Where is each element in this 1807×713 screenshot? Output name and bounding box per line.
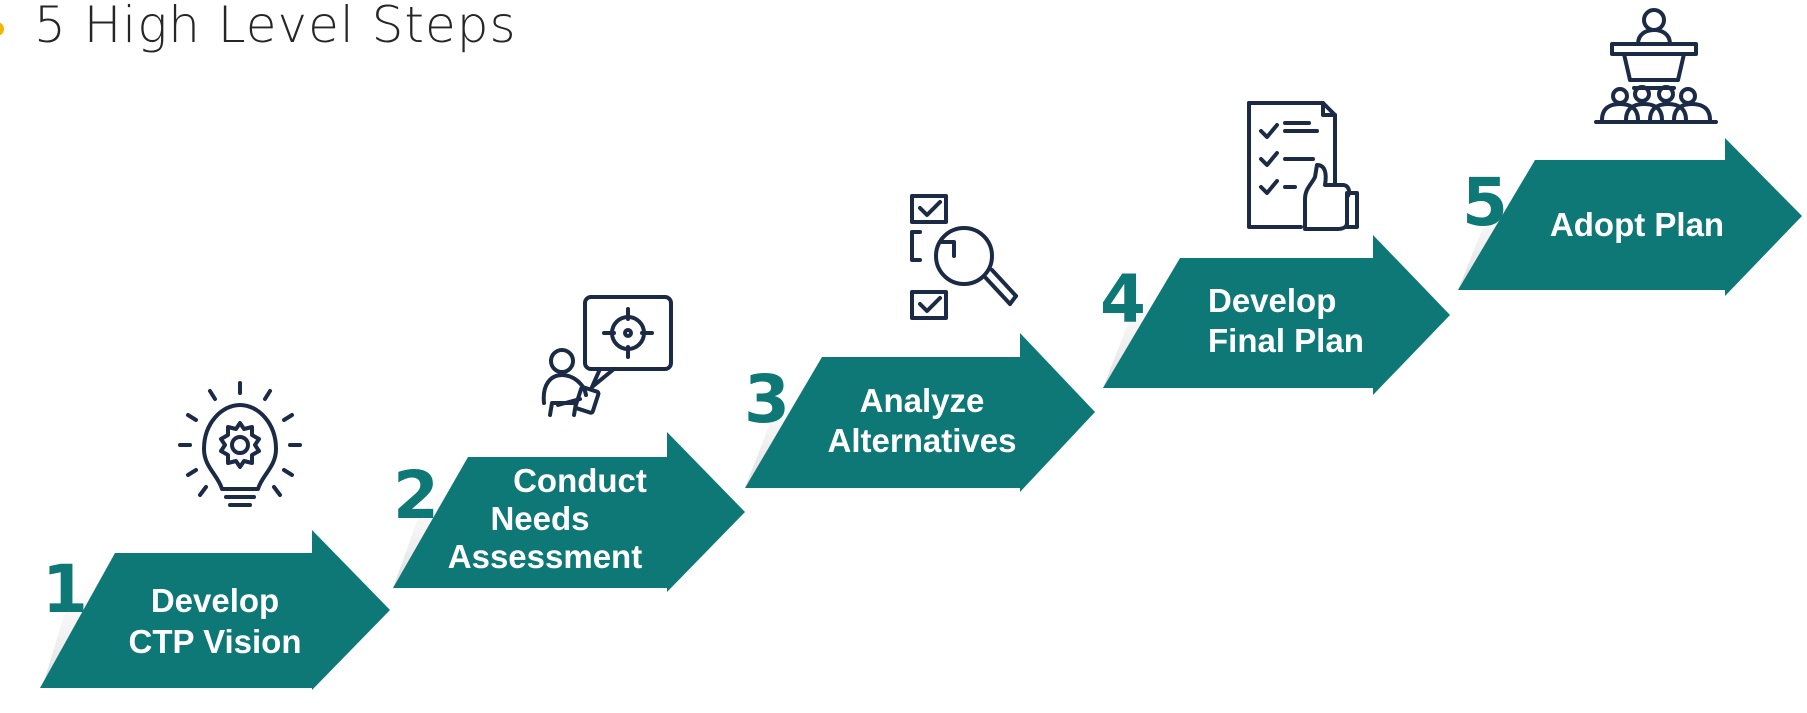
step-2-label-line-2: Needs	[490, 500, 589, 537]
step-3-number: 3	[744, 361, 790, 438]
step-4-label-line-2: Final Plan	[1208, 322, 1364, 359]
step-1-label-line-2: CTP Vision	[129, 623, 302, 660]
document-checklist-thumbsup-icon	[1247, 101, 1359, 231]
step-1: 1 Develop CTP Vision	[40, 381, 390, 690]
step-4: 4 Develop Final Plan	[1100, 101, 1450, 395]
title-bullet	[0, 22, 4, 36]
step-3-label-line-2: Alternatives	[828, 422, 1017, 459]
presenter-audience-icon	[1594, 8, 1718, 124]
step-5-label-line-1: Adopt Plan	[1550, 206, 1724, 243]
page-title: 5 High Level Steps	[34, 0, 517, 54]
step-2: 2 Conduct Needs Assessment	[393, 295, 745, 592]
step-1-label-line-1: Develop	[151, 582, 279, 619]
lightbulb-gear-icon	[178, 381, 302, 507]
step-4-label-line-1: Develop	[1208, 282, 1336, 319]
step-4-shadow	[1103, 258, 1178, 388]
step-2-label-line-3: Assessment	[448, 538, 642, 575]
step-5-arrow	[1458, 138, 1802, 296]
step-3: 3 Analyze Alternatives	[744, 194, 1095, 492]
step-5-shadow	[1458, 160, 1534, 290]
step-4-number: 4	[1100, 261, 1146, 338]
step-2-shadow	[393, 457, 466, 588]
step-5-number: 5	[1462, 164, 1508, 241]
step-1-arrow	[40, 530, 390, 690]
person-target-speech-icon	[541, 295, 673, 417]
checklist-magnifier-icon	[910, 194, 1018, 320]
step-5: 5 Adopt Plan	[1458, 8, 1802, 296]
step-2-label-line-1: Conduct	[513, 462, 647, 499]
step-1-number: 1	[42, 551, 88, 628]
step-2-number: 2	[393, 457, 439, 534]
step-2-arrow	[393, 432, 745, 592]
step-3-shadow	[745, 357, 820, 488]
step-3-arrow	[745, 333, 1095, 492]
step-3-label-line-1: Analyze	[860, 382, 985, 419]
step-4-arrow	[1103, 235, 1450, 395]
